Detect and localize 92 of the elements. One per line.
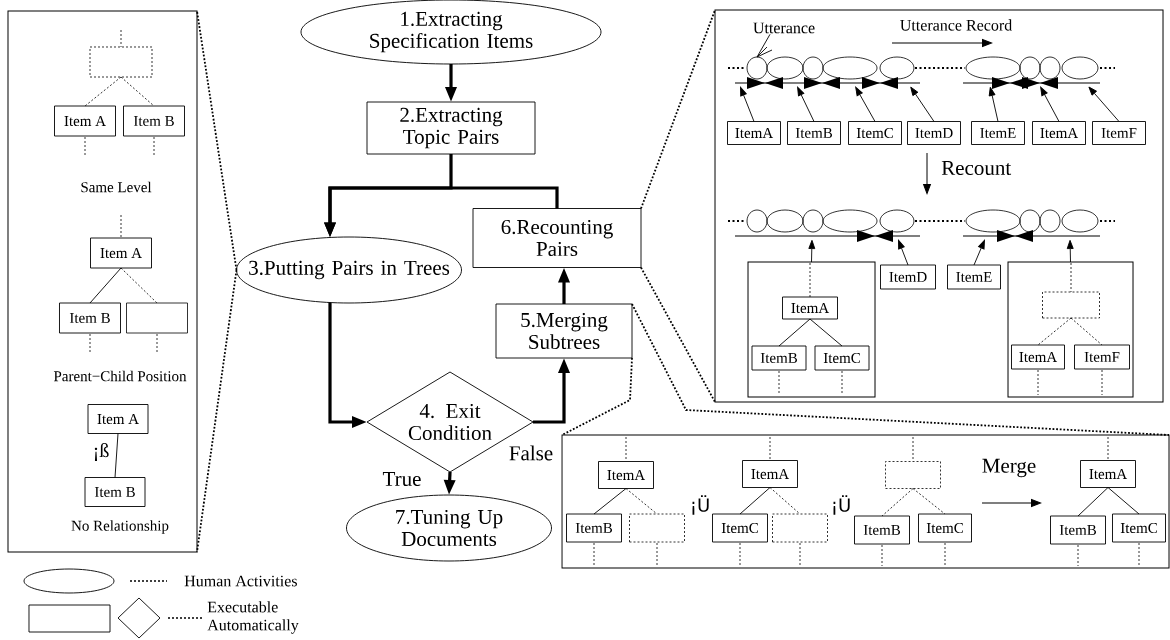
item-box: ItemC xyxy=(712,513,768,543)
item-box: Item A xyxy=(54,105,116,137)
process-box: 2.Extracting Topic Pairs xyxy=(366,101,536,155)
utterance-record-drawing xyxy=(727,56,1116,89)
utterance-record-drawing xyxy=(727,209,1116,242)
placeholder-box xyxy=(629,513,685,543)
tree-line xyxy=(89,267,122,304)
item-box: ItemB xyxy=(751,345,807,371)
item-box: Item B xyxy=(123,105,185,137)
tree-line xyxy=(739,487,771,515)
tree-line xyxy=(1037,317,1072,346)
pointer-arrow xyxy=(855,86,876,122)
pointer-arrow xyxy=(910,86,935,122)
tree-line xyxy=(593,488,627,515)
process-box: 5.Merging Subtrees xyxy=(495,303,633,359)
tree-line xyxy=(114,433,119,478)
item-box: ItemA xyxy=(1032,121,1086,145)
item-box: ItemB xyxy=(787,121,841,145)
placeholder-box xyxy=(89,46,153,78)
item-box: ItemC xyxy=(848,121,902,145)
caption-text: Parent−Child Position xyxy=(53,370,187,382)
tree-line xyxy=(1070,317,1103,346)
placeholder-box xyxy=(772,513,828,543)
item-box: ItemA xyxy=(1011,344,1065,370)
detail-panel xyxy=(561,434,1170,569)
item-box: ItemF xyxy=(1092,121,1146,145)
zoom-line xyxy=(631,303,1170,436)
zoom-line xyxy=(640,9,716,210)
item-box: ItemC xyxy=(814,345,870,371)
pointer-arrow xyxy=(1088,86,1120,122)
item-box: Item A xyxy=(87,404,149,434)
item-box: ItemF xyxy=(1074,344,1130,370)
pointer-arrow xyxy=(1066,239,1074,263)
item-box: ItemA xyxy=(598,461,654,489)
zoom-line xyxy=(196,10,238,271)
process-box: 6.Recounting Pairs xyxy=(472,208,642,268)
item-box: ItemD xyxy=(907,121,961,145)
subtree-box xyxy=(747,261,876,398)
item-box: ItemB xyxy=(566,513,622,543)
direction-label: Utterance Record xyxy=(900,19,1013,31)
item-box: ItemB xyxy=(854,515,910,545)
operator-symbol: ¡Ü xyxy=(833,495,850,515)
item-box: ItemE xyxy=(971,121,1025,145)
subtree-box xyxy=(1007,261,1134,398)
zoom-line xyxy=(640,266,716,403)
legend-text: Executable Automatically xyxy=(207,601,299,634)
item-box: ItemA xyxy=(727,121,781,145)
tree-line xyxy=(120,267,158,304)
item-box: ItemC xyxy=(1112,513,1166,543)
item-box: ItemB xyxy=(1050,515,1106,545)
tree-line xyxy=(881,488,914,517)
item-box: ItemA xyxy=(1080,460,1136,488)
pointer-arrow xyxy=(973,239,985,266)
legend-text: Human Activities xyxy=(184,575,297,587)
tree-line xyxy=(120,76,155,107)
item-box: Item A xyxy=(90,237,152,269)
item-box: ItemA xyxy=(782,296,838,320)
caption-text: Same Level xyxy=(81,181,152,193)
direction-label: Recount xyxy=(941,161,1012,175)
item-box: ItemD xyxy=(880,264,936,290)
tree-line xyxy=(809,318,843,347)
pointer-arrow xyxy=(988,86,999,122)
edge-label: ¡ß xyxy=(91,441,111,463)
detail-panel xyxy=(7,10,198,553)
callout-text: Utterance xyxy=(753,22,815,34)
tree-line xyxy=(84,76,122,107)
edge-label: True xyxy=(381,471,423,487)
zoom-line xyxy=(561,357,633,436)
tree-line xyxy=(625,488,658,515)
tree-line xyxy=(1077,487,1109,517)
operator-symbol: ¡Ü xyxy=(692,495,709,515)
leader-line xyxy=(756,33,773,58)
pointer-arrow xyxy=(797,86,815,122)
tree-line xyxy=(1107,487,1140,515)
pointer-arrow xyxy=(1040,86,1060,122)
placeholder-box xyxy=(1042,291,1100,319)
placeholder-box xyxy=(885,461,941,489)
tree-line xyxy=(769,487,801,515)
direction-label: Merge xyxy=(982,458,1036,478)
item-box: ItemA xyxy=(742,460,798,488)
item-box: ItemE xyxy=(947,264,1001,290)
item-box: Item B xyxy=(84,477,146,507)
tree-line xyxy=(778,318,811,347)
pointer-arrow xyxy=(808,239,816,263)
detail-panel xyxy=(714,9,1164,403)
pointer-arrow xyxy=(740,86,755,122)
zoom-line xyxy=(196,269,238,553)
pointer-arrow xyxy=(898,239,909,266)
item-box: ItemC xyxy=(918,513,972,543)
item-box: Item B xyxy=(59,302,121,334)
tree-line xyxy=(912,488,946,515)
empty-box xyxy=(126,302,188,334)
